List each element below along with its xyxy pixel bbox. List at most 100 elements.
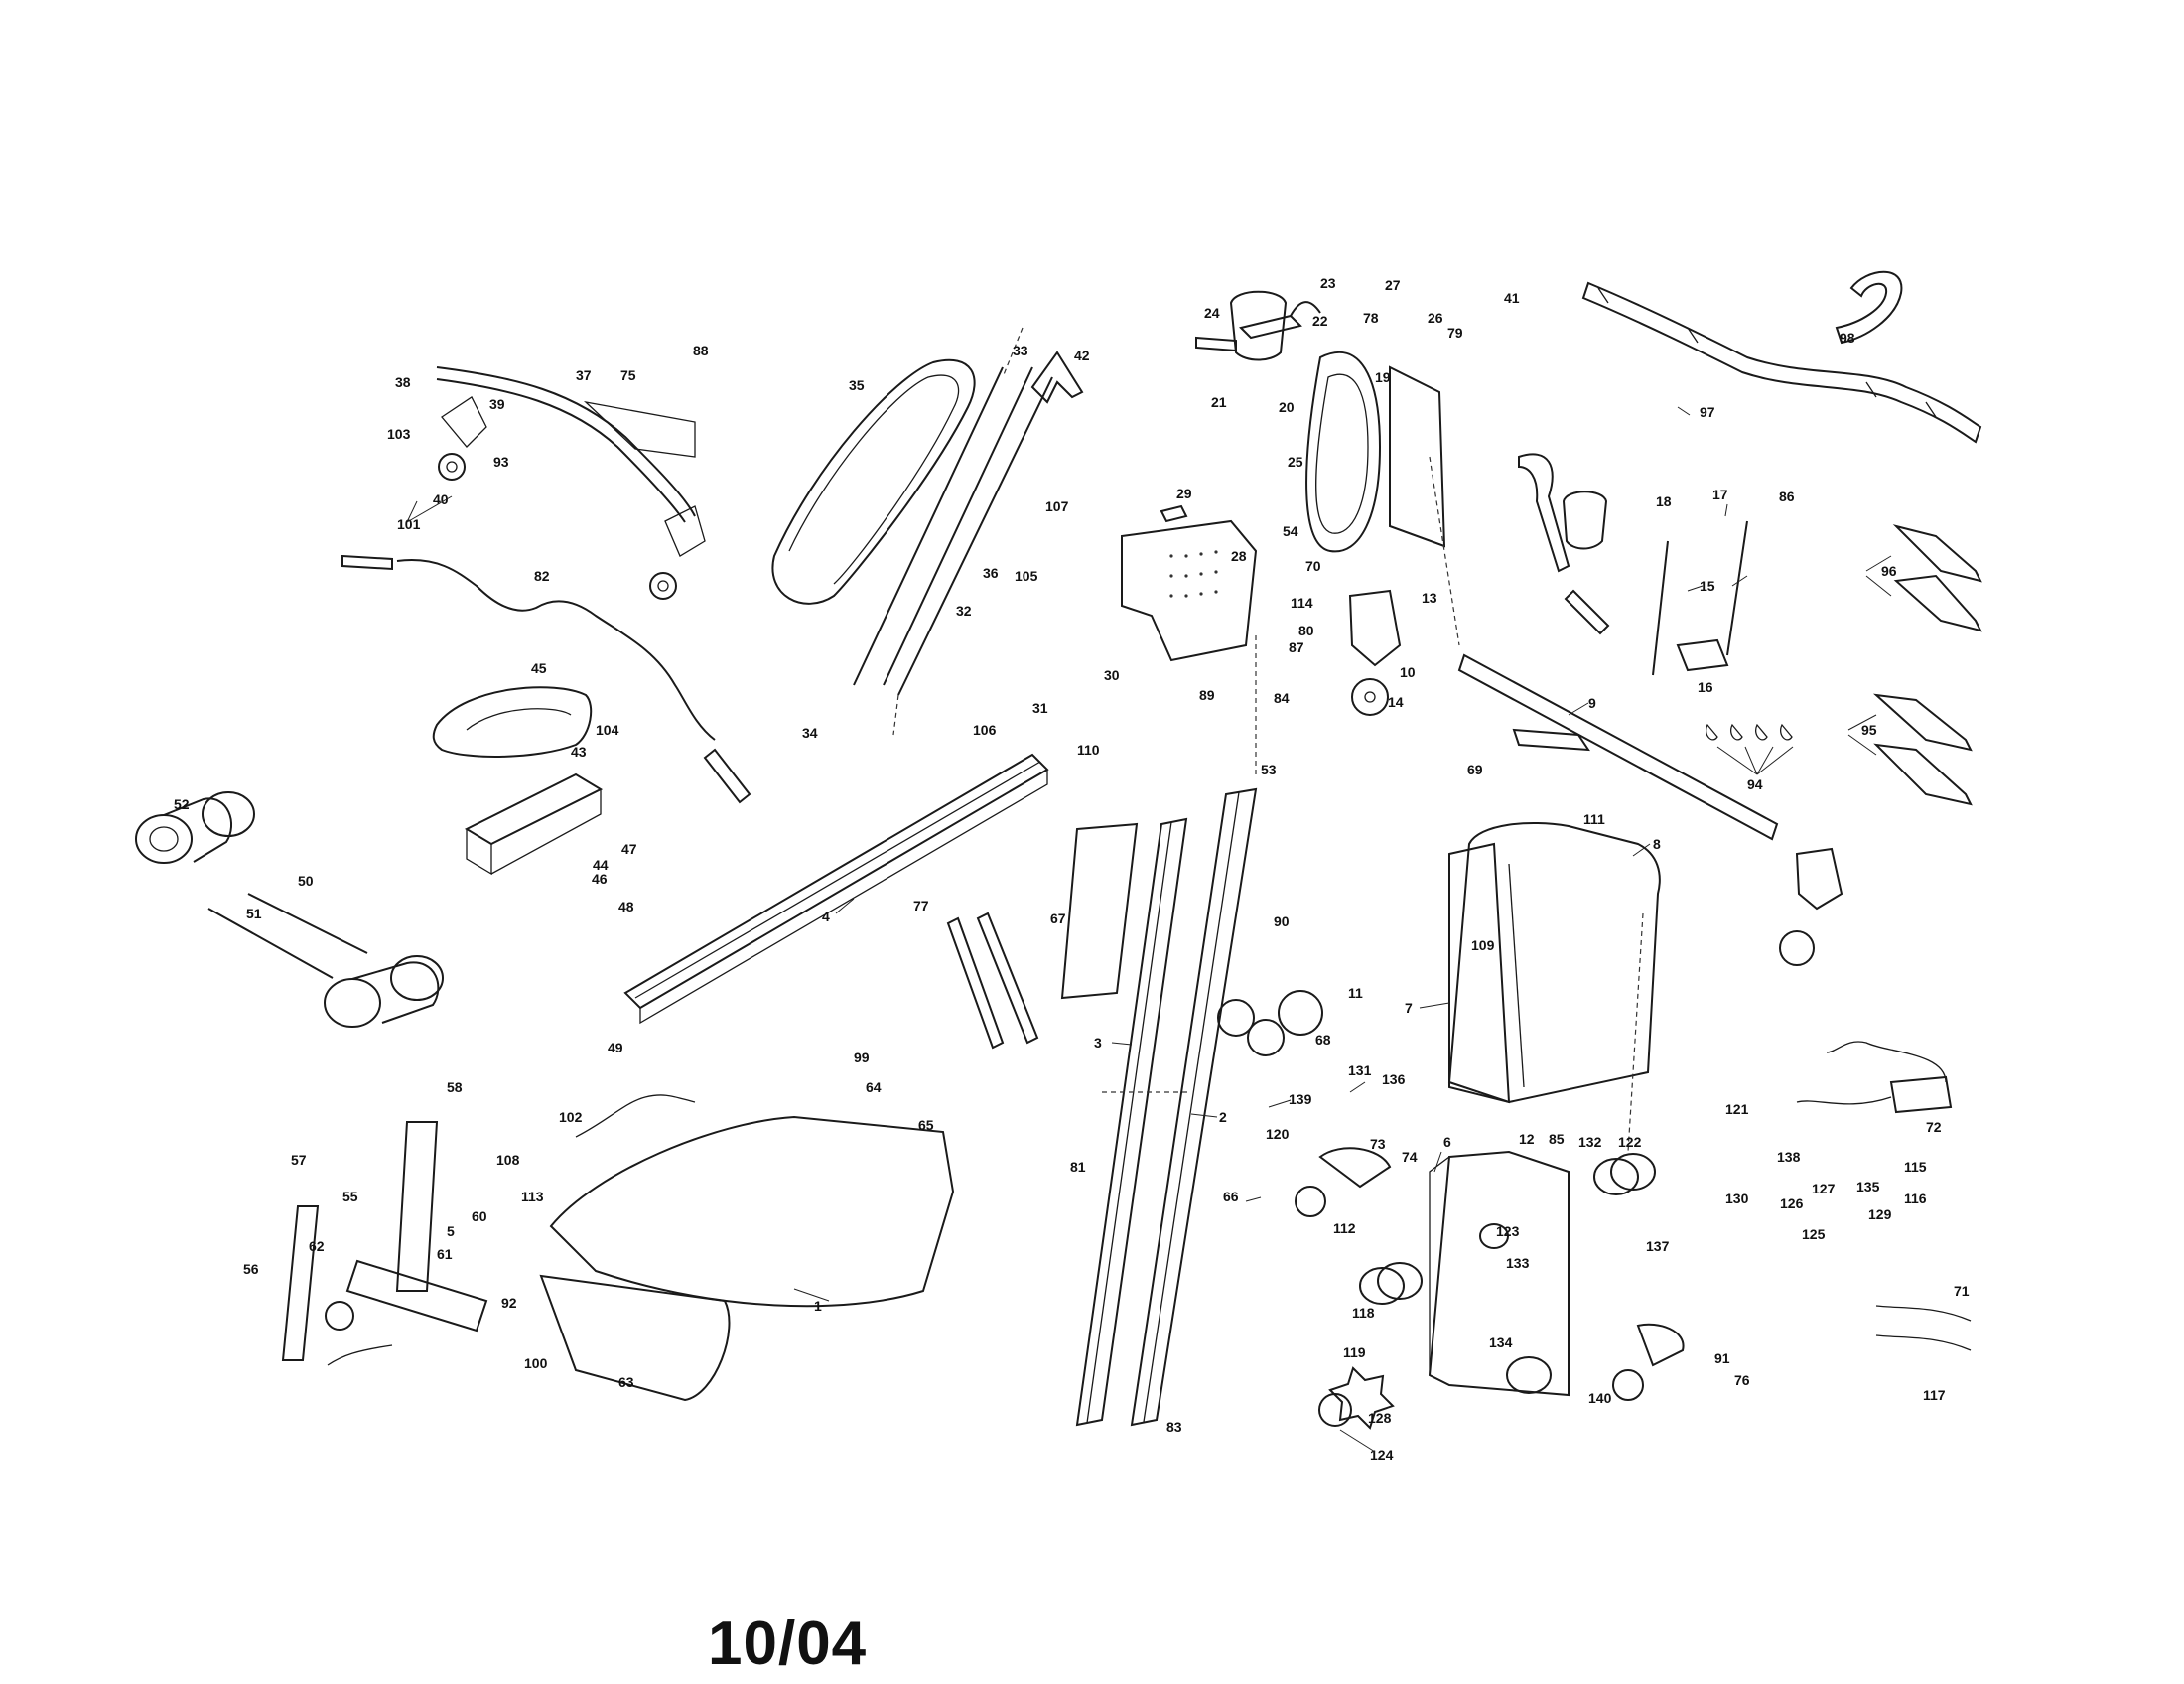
label-29: 29 <box>1176 486 1192 501</box>
label-91: 91 <box>1714 1350 1730 1366</box>
pulley-frame-25 <box>1305 351 1382 553</box>
label-68: 68 <box>1315 1032 1331 1048</box>
label-117: 117 <box>1923 1387 1946 1403</box>
label-124: 124 <box>1370 1447 1394 1463</box>
ankle-strap-98 <box>1835 270 1903 345</box>
label-11: 11 <box>1348 985 1363 1001</box>
label-114: 114 <box>1291 595 1313 611</box>
part-labels: 1 2 3 4 5 6 7 8 9 10 11 12 13 14 15 16 1… <box>174 275 1970 1463</box>
label-140: 140 <box>1588 1390 1612 1406</box>
label-139: 139 <box>1289 1091 1312 1107</box>
label-63: 63 <box>618 1374 634 1390</box>
label-123: 123 <box>1496 1223 1520 1239</box>
label-137: 137 <box>1646 1238 1670 1254</box>
label-24: 24 <box>1204 305 1220 321</box>
label-27: 27 <box>1385 277 1401 293</box>
label-69: 69 <box>1467 762 1483 777</box>
label-38: 38 <box>395 374 411 390</box>
label-85: 85 <box>1549 1131 1565 1147</box>
label-82: 82 <box>534 568 550 584</box>
label-89: 89 <box>1199 687 1215 703</box>
upright-5 <box>395 1121 439 1292</box>
label-32: 32 <box>956 603 972 619</box>
leader-lines <box>406 406 1892 1453</box>
pulley-14-top <box>1351 678 1389 716</box>
label-46: 46 <box>592 871 608 887</box>
label-74: 74 <box>1402 1149 1418 1165</box>
arm-15-right <box>1726 520 1748 656</box>
shield-73-bottom <box>1636 1323 1685 1367</box>
label-75: 75 <box>620 367 636 383</box>
label-104: 104 <box>596 722 619 738</box>
label-12: 12 <box>1519 1131 1535 1147</box>
plate-68 <box>1278 990 1323 1036</box>
bar-77-right <box>976 912 1039 1045</box>
label-126: 126 <box>1780 1195 1804 1211</box>
label-18: 18 <box>1656 493 1672 509</box>
pad-67 <box>1060 822 1139 1000</box>
handle-96-lower <box>1893 574 1982 632</box>
label-76: 76 <box>1734 1372 1750 1388</box>
label-107: 107 <box>1045 498 1069 514</box>
base-frame-1 <box>549 1115 955 1308</box>
label-125: 125 <box>1802 1226 1826 1242</box>
label-55: 55 <box>342 1189 358 1204</box>
label-116: 116 <box>1904 1191 1927 1206</box>
bar-77-left <box>946 916 1005 1050</box>
label-15: 15 <box>1700 578 1715 594</box>
roller-bar-50-lower <box>207 908 334 979</box>
label-93: 93 <box>493 454 509 470</box>
label-6: 6 <box>1443 1134 1451 1150</box>
backrest-frame-32 <box>853 366 1004 686</box>
label-101: 101 <box>397 516 421 532</box>
label-108: 108 <box>496 1152 520 1168</box>
label-132: 132 <box>1578 1134 1602 1150</box>
label-80: 80 <box>1298 623 1314 638</box>
arm-20-left <box>1239 314 1302 340</box>
label-28: 28 <box>1231 548 1247 564</box>
bracket-33 <box>1030 351 1084 404</box>
weight-discs-122 <box>1359 1153 1656 1394</box>
label-72: 72 <box>1926 1119 1942 1135</box>
cover-7 <box>1448 842 1511 1104</box>
cap-69 <box>1512 728 1590 752</box>
label-45: 45 <box>531 660 547 676</box>
label-134: 134 <box>1489 1334 1513 1350</box>
label-130: 130 <box>1725 1191 1749 1206</box>
label-47: 47 <box>621 841 637 857</box>
label-96: 96 <box>1881 563 1897 579</box>
label-33: 33 <box>1013 343 1028 358</box>
label-113: 113 <box>521 1189 544 1204</box>
label-109: 109 <box>1471 937 1495 953</box>
label-49: 49 <box>608 1040 623 1055</box>
cable-102-bottom <box>327 1344 393 1366</box>
label-40: 40 <box>433 491 449 507</box>
label-129: 129 <box>1868 1206 1892 1222</box>
label-112: 112 <box>1333 1220 1356 1236</box>
label-99: 99 <box>854 1050 870 1065</box>
label-86: 86 <box>1779 489 1795 504</box>
label-50: 50 <box>298 873 314 889</box>
handle-95-upper <box>1872 693 1973 752</box>
label-66: 66 <box>1223 1189 1239 1204</box>
label-31: 31 <box>1032 700 1048 716</box>
label-90: 90 <box>1274 913 1290 929</box>
label-41: 41 <box>1504 290 1520 306</box>
arm-20-right <box>1518 453 1570 573</box>
label-16: 16 <box>1698 679 1713 695</box>
upright-3 <box>1075 817 1188 1427</box>
label-110: 110 <box>1077 742 1100 758</box>
label-48: 48 <box>618 899 634 914</box>
gear-128 <box>1328 1366 1395 1430</box>
pulley-39-upper <box>438 396 487 481</box>
base-5 <box>345 1259 488 1333</box>
label-128: 128 <box>1368 1410 1392 1426</box>
label-43: 43 <box>571 744 587 760</box>
label-62: 62 <box>309 1238 325 1254</box>
roller-bar-50-upper <box>247 893 368 954</box>
label-10: 10 <box>1400 664 1416 680</box>
label-95: 95 <box>1861 722 1877 738</box>
cable-102-top <box>575 1094 696 1138</box>
frame-56 <box>281 1205 320 1361</box>
